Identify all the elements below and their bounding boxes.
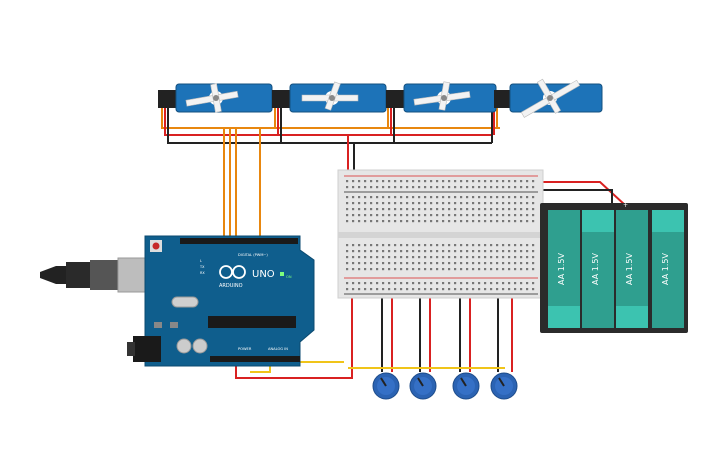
digital-header-label: DIGITAL (PWM~) [238,253,268,257]
servo-connector [494,90,510,108]
brand-label: ARDUINO [219,283,243,289]
signal-wires [223,128,261,242]
potentiometer-icon[interactable] [409,372,437,400]
breadboard-holes [346,180,535,291]
servo-icon [520,78,581,118]
potentiometer-icon[interactable] [490,372,518,400]
analog-header-label: ANALOG IN [268,347,288,351]
servo-2[interactable] [272,81,387,113]
servo-1[interactable] [158,83,273,113]
servo-3[interactable] [386,81,497,113]
potentiometer-icon[interactable] [452,372,480,400]
battery-pack[interactable]: AA 1.5V AA 1.5V AA 1.5V AA 1.5V + [540,202,688,333]
breadboard[interactable] [337,169,544,299]
battery-cell-label: AA 1.5V [557,253,566,285]
rx-label: RX [200,271,205,275]
battery-wires [530,181,626,206]
potentiometer-icon[interactable] [372,372,400,400]
servo-connector [386,90,404,108]
on-label: ON [286,275,292,279]
battery-cell-label: AA 1.5V [625,253,634,285]
servo-connector [272,90,290,108]
battery-cells: AA 1.5V AA 1.5V AA 1.5V AA 1.5V [548,210,684,328]
battery-cell: AA 1.5V [582,210,614,328]
power-header-label: POWER [238,347,252,351]
tx-label: TX [199,265,205,269]
potentiometers [372,372,518,400]
battery-cell: AA 1.5V [616,210,648,328]
battery-cell: AA 1.5V [548,210,580,328]
power-analog-header [210,356,300,362]
model-label: UNO [252,269,275,280]
servo-4[interactable] [494,78,603,118]
atmega-chip [208,316,296,328]
servo-icon [185,83,239,113]
arduino-logo-icon [219,265,246,279]
digital-header [180,238,298,244]
battery-cell-label: AA 1.5V [661,253,670,285]
battery-cell-label: AA 1.5V [591,253,600,285]
servo-icon [301,81,359,111]
l-label: L [200,259,202,263]
battery-plus-terminal: + [623,202,628,209]
servo-connector [158,90,176,108]
battery-cell: AA 1.5V [652,210,684,328]
pot-wires [235,290,513,379]
dc-jack-icon [127,336,161,362]
arduino-uno[interactable]: UNO ARDUINO DIGITAL (PWM~) POWER ANALOG … [40,235,315,367]
servo-icon [413,81,471,111]
